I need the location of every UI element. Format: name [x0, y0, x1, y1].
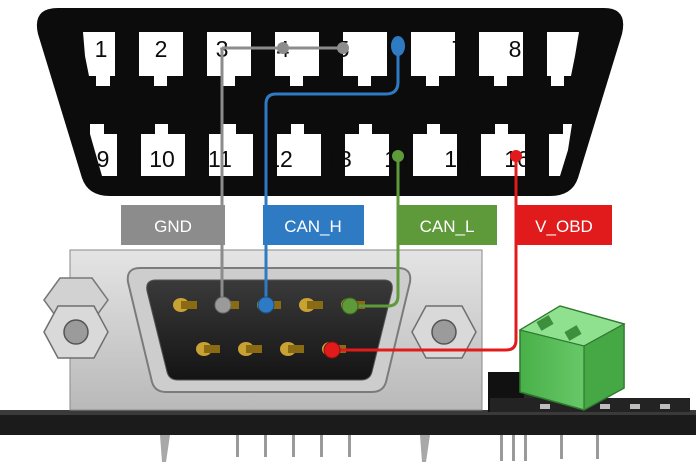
- db9-pin: [238, 342, 262, 356]
- db9-pin: [299, 298, 323, 312]
- label-v-obd-text: V_OBD: [535, 217, 593, 236]
- wire-can-h: [257, 36, 405, 314]
- label-gnd: GND: [121, 205, 225, 245]
- wire-gnd: [214, 42, 349, 314]
- obd-pin-label: 7: [452, 36, 465, 62]
- obd-socket-row-bottom: [90, 124, 572, 176]
- label-gnd-text: GND: [154, 217, 192, 236]
- db9-left-hex-nut: [43, 277, 109, 359]
- label-can-h-text: CAN_H: [284, 217, 342, 236]
- obd-pin-label: 9: [97, 146, 110, 172]
- obd-pin-label: 10: [149, 146, 175, 172]
- obd-pin-label: 2: [155, 36, 168, 62]
- db9-connector: [43, 249, 483, 411]
- label-can-h: CAN_H: [263, 205, 364, 245]
- label-can-l-text: CAN_L: [420, 217, 475, 236]
- label-v-obd: V_OBD: [517, 205, 612, 245]
- db9-right-hex-nut: [411, 305, 477, 359]
- obd2-connector: 1 2 3 4 5 6 7 8 9 10 11 12 13 14 15 16: [36, 8, 624, 196]
- obd-socket-row-top: [83, 32, 579, 86]
- db9-pin: [173, 298, 197, 312]
- obd-pin-label: 13: [326, 146, 352, 172]
- obd-pin-label: 15: [444, 146, 470, 172]
- can-h-pin-dot: [391, 36, 405, 56]
- obd-pin-label: 12: [267, 146, 293, 172]
- wire-can-l: [341, 150, 404, 315]
- db9-pin: [280, 342, 304, 356]
- wire-v-obd: [323, 150, 522, 359]
- terminal-block: [518, 305, 626, 412]
- obd-pin-label: 8: [509, 36, 522, 62]
- gnd-pin-dot: [337, 42, 349, 54]
- label-can-l: CAN_L: [398, 205, 497, 245]
- gnd-pin-dot: [277, 42, 289, 54]
- v-obd-pin-dot: [510, 150, 522, 162]
- db9-pin: [196, 342, 220, 356]
- obd-pin-label: 1: [95, 36, 108, 62]
- obd-pin-label: 11: [208, 146, 232, 172]
- can-l-pin-dot: [392, 150, 404, 162]
